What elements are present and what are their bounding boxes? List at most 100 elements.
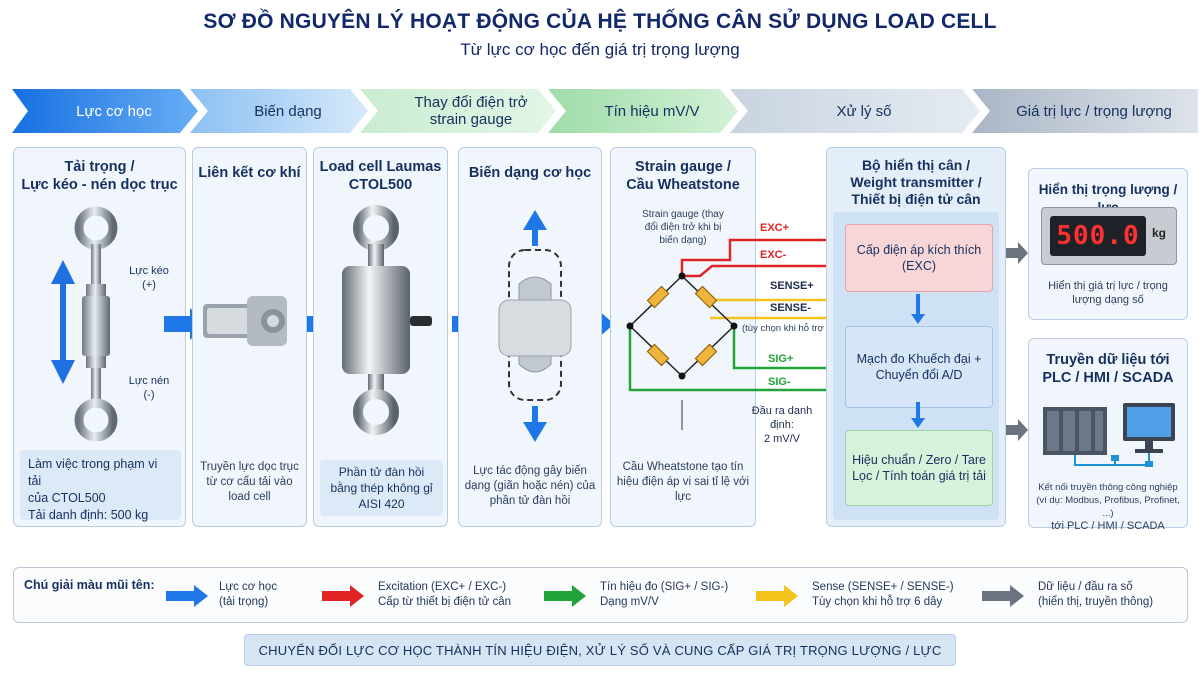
stage-chevron-5: [730, 89, 980, 133]
exc-minus-label: EXC-: [760, 249, 787, 261]
monitor-icon: [1123, 403, 1175, 453]
bridge-note: Cầu Wheatstone tạo tín hiệu điện áp vi s…: [616, 461, 750, 503]
legend-arrows: [166, 585, 1024, 607]
legend-exc-line1: Excitation (EXC+ / EXC-): [378, 581, 507, 593]
force-note-1: Làm việc trong phạm vi tải: [28, 457, 158, 488]
display-note: Hiển thị giá trị lực / trọng lượng dạng …: [1048, 280, 1168, 306]
panel-display: Hiển thị trọng lượng / lực 500.0 kg Hiển…: [1028, 168, 1188, 320]
stage-label-4: Tín hiệu mV/V: [604, 102, 700, 120]
legend-arrow-excitation: [322, 585, 364, 607]
sig-minus-label: SIG-: [768, 376, 791, 388]
bridge-title-2: Cầu Wheatstone: [626, 177, 740, 193]
panel-loadcell: Load cell Laumas CTOL500 Phần tử đàn hồi…: [313, 147, 448, 527]
exc-plus-label: EXC+: [760, 222, 790, 234]
legend-item-sense: Sense (SENSE+ / SENSE-) Tùy chọn khi hỗ t…: [812, 580, 954, 610]
weight-unit: kg: [1152, 226, 1167, 240]
legend-heading: Chú giải màu mũi tên:: [24, 578, 155, 592]
arrow-legend: Chú giải màu mũi tên: Lực cơ học (tải trọ…: [13, 567, 1188, 623]
stage-chevron-3: [360, 89, 556, 133]
output-value: 2 mV/V: [763, 433, 801, 445]
sig-minus-wire: [628, 326, 828, 392]
deform-title: Biến dạng cơ học: [468, 165, 592, 181]
stage-label-1: Lực cơ học: [76, 102, 152, 120]
comm-title-2: PLC / HMI / SCADA: [1042, 370, 1174, 386]
loadcell-title-2: CTOL500: [348, 177, 413, 193]
sense-minus-label: SENSE-: [770, 302, 811, 314]
force-title-1: Tải trọng /: [64, 159, 135, 175]
legend-sig-line1: Tín hiệu đo (SIG+ / SIG-): [600, 581, 729, 593]
legend-item-data: Dữ liệu / đầu ra số (hiển thị, truyền thô…: [1038, 580, 1153, 610]
panel-processor: Bộ hiển thị cân / Weight transmitter / T…: [826, 147, 1006, 527]
sig-plus-label: SIG+: [768, 353, 794, 365]
comm-note: Kết nối truyền thông công nghiệp (ví dụ:…: [1033, 481, 1183, 533]
force-note-3: Tải danh định: 500 kg: [28, 508, 149, 522]
legend-data-line2: (hiển thị, truyền thông): [1038, 596, 1154, 608]
processor-title-2: Weight transmitter /: [850, 174, 982, 190]
deform-note: Lực tác động gây biến dạng (giãn hoặc né…: [464, 465, 596, 507]
calibration-box: Hiệu chuẩn / Zero / Tare Lọc / Tính toán…: [845, 430, 993, 506]
legend-sense-line1: Sense (SENSE+ / SENSE-): [812, 581, 954, 593]
excitation-box: Cấp điện áp kích thích (EXC): [845, 224, 993, 292]
force-title-2: Lực kéo - nén dọc trục: [21, 177, 178, 193]
gauge-note: Strain gauge (thay đổi điện trở khi bị b…: [642, 209, 724, 246]
stage-chevron-4: [548, 89, 738, 133]
processor-title-3: Thiết bị điện tử cân: [851, 191, 981, 207]
panel-bridge: Strain gauge / Cầu Wheatstone Strain gau…: [610, 147, 756, 527]
legend-arrow-signal: [544, 585, 586, 607]
double-arrow-icon: [51, 260, 75, 384]
page-subtitle: Từ lực cơ học đến giá trị trọng lượng: [460, 40, 740, 59]
output-spec: Đầu ra danh định: 2 mV/V: [740, 404, 824, 446]
legend-arrow-force: [166, 585, 208, 607]
data-output-arrows: [1006, 242, 1028, 441]
processor-title-1: Bộ hiển thị cân /: [861, 157, 971, 173]
bridge-title-1: Strain gauge /: [635, 159, 731, 175]
load-cell-illustration: [342, 205, 432, 435]
stage-label-6: Giá trị lực / trọng lượng: [1016, 102, 1172, 120]
link-title: Liên kết cơ khí: [198, 165, 301, 181]
stage-chevron-bar: [12, 89, 1198, 133]
deformation-illustration: [498, 210, 572, 442]
stage-label-3: Thay đổi điện trở strain gauge: [414, 94, 528, 128]
internal-flow-arrows: [911, 294, 925, 428]
exc-plus-wire: [680, 238, 828, 276]
sense-note: (tùy chọn khi hỗ trợ 6 dây): [742, 323, 853, 334]
comm-note-1: Kết nối truyền thông công nghiệp: [1038, 482, 1178, 493]
page-title: SƠ ĐỒ NGUYÊN LÝ HOẠT ĐỘNG CỦA HỆ THỐNG C…: [203, 10, 997, 33]
loadcell-title-1: Load cell Laumas: [319, 159, 442, 175]
legend-sig-line2: Dạng mV/V: [600, 596, 659, 608]
stage-label-2: Biến dạng: [254, 102, 322, 120]
link-note: Truyền lực dọc trục từ cơ cấu tải vào lo…: [200, 461, 299, 503]
panel-force: Tải trọng / Lực kéo - nén dọc trục Lực k…: [13, 147, 186, 527]
legend-arrow-sense: [756, 585, 798, 607]
legend-item-signal: Tín hiệu đo (SIG+ / SIG-) Dạng mV/V: [600, 580, 728, 610]
wheatstone-bridge-diagram: [626, 234, 836, 430]
plc-icon: [1043, 407, 1107, 455]
legend-arrow-data: [982, 585, 1024, 607]
comm-title-1: Truyền dữ liệu tới: [1046, 352, 1170, 368]
clevis-illustration: [203, 296, 287, 346]
legend-force-line2: (tải trọng): [219, 596, 269, 608]
weight-readout: 500.0: [1050, 216, 1146, 256]
sig-plus-wire: [732, 326, 828, 370]
tie-rod-illustration: [51, 206, 118, 442]
stage-chevron-6: [972, 89, 1198, 133]
weight-indicator-device: 500.0 kg: [1041, 207, 1177, 265]
panel-link: Liên kết cơ khí Truyền lực dọc trục từ c…: [192, 147, 307, 527]
comm-note-3: tới PLC / HMI / SCADA: [1051, 520, 1165, 532]
pull-label: Lực kéo: [129, 265, 169, 277]
stage-label-5: Xử lý số: [836, 102, 892, 120]
footer-banner: CHUYỂN ĐỔI LỰC CƠ HỌC THÀNH TÍN HIỆU ĐIỆ…: [244, 634, 956, 666]
plc-hmi-illustration: [1043, 403, 1175, 467]
push-sign: (-): [143, 389, 155, 401]
legend-item-force: Lực cơ học (tải trọng): [219, 580, 277, 610]
stretch-arrows: [523, 210, 547, 442]
legend-force-line1: Lực cơ học: [219, 581, 278, 593]
legend-exc-line2: Cấp từ thiết bị điện tử cân: [378, 596, 512, 608]
output-label: Đầu ra danh định:: [751, 405, 813, 431]
push-label: Lực nén: [128, 375, 170, 387]
legend-sense-line2: Tùy chọn khi hỗ trợ 6 dây: [812, 596, 943, 608]
stage-chevron-1: [12, 89, 198, 133]
pull-sign: (+): [142, 279, 156, 291]
legend-data-line1: Dữ liệu / đầu ra số: [1038, 581, 1133, 593]
stage-chevron-2: [190, 89, 368, 133]
